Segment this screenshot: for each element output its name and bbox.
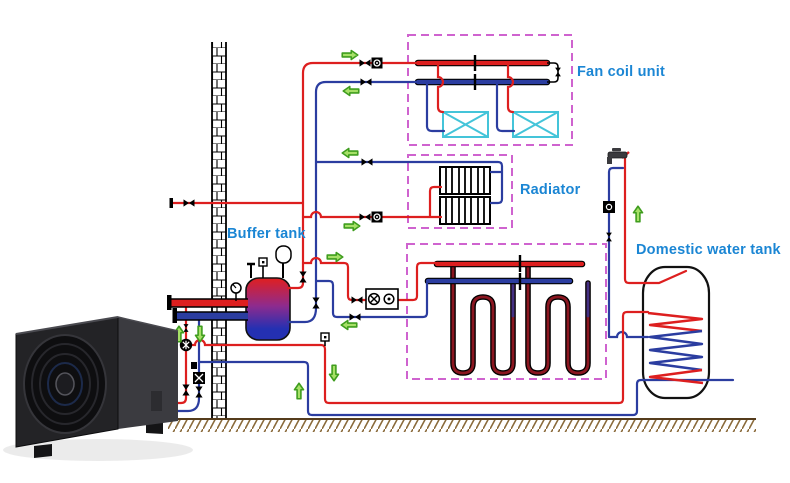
radiator-1: [439, 166, 491, 195]
radiator-box: [407, 154, 513, 229]
return-pipes: [166, 80, 735, 417]
supply-pipes: [166, 61, 688, 405]
temperature-sensors: [258, 257, 330, 346]
fan-coil-unit-label: Fan coil unit: [577, 64, 665, 80]
pipe-end-cap: [167, 295, 172, 310]
brick-wall: [211, 42, 227, 419]
header-tick-marks: [473, 55, 522, 290]
valve-icon: [555, 67, 561, 77]
underfloor-coil-2: [525, 263, 591, 376]
expansion-vessel: [275, 245, 292, 264]
flow-arrow-right-icon: [343, 220, 361, 232]
flow-arrow-down-icon: [328, 364, 340, 382]
valve-icon: [182, 384, 190, 396]
flow-arrow-up-icon: [293, 382, 305, 400]
underfloor-coil-1: [450, 263, 516, 376]
flow-arrow-left-icon: [341, 147, 359, 159]
fan-grille-icon: [23, 334, 107, 434]
buffer-tank-label: Buffer tank: [227, 226, 306, 242]
flow-arrow-right-icon: [341, 49, 359, 61]
valve-icon: [360, 78, 372, 86]
tank-heat-exchanger-coil: [647, 311, 704, 385]
valve-icon: [606, 232, 612, 242]
flow-switch-icon: [191, 362, 197, 369]
valve-icon: [359, 59, 371, 67]
heat-pump-main-pipes: [167, 198, 248, 323]
valve-icon: [299, 271, 307, 283]
check-valve-icon: [183, 324, 189, 332]
circulation-pump-icon: [179, 338, 193, 352]
flow-arrow-up-icon: [632, 205, 644, 223]
flow-arrows: [173, 49, 644, 400]
valve-icon: [351, 296, 363, 304]
pump-icon: [370, 210, 384, 224]
flow-arrow-down-icon: [194, 325, 206, 343]
fan-coil-1: [442, 111, 489, 138]
valve-icon: [312, 297, 320, 309]
heat-pump-image: [3, 316, 193, 461]
fan-coil-headers: [414, 59, 551, 86]
pipe-end-cap: [169, 198, 173, 208]
pipe-end-cap: [172, 308, 177, 323]
faucet-icon: [607, 148, 630, 164]
domestic-water-tank-label: Domestic water tank: [636, 242, 781, 258]
filter-icon: [193, 372, 205, 384]
radiator-2: [439, 196, 491, 225]
radiator-label: Radiator: [520, 182, 581, 198]
buffer-tank: [245, 277, 291, 341]
mixing-station: [365, 288, 399, 310]
valve-icon: [195, 386, 203, 398]
underfloor-headers: [424, 260, 586, 285]
motorized-valve-icon: [603, 201, 615, 213]
flow-arrow-left-icon: [340, 319, 358, 331]
fan-coil-unit-box: [407, 34, 573, 146]
flow-arrow-right-icon: [326, 251, 344, 263]
buffer-tank-fittings: [230, 245, 292, 301]
valve-icon: [349, 313, 361, 321]
valve-icon: [359, 213, 371, 221]
flow-arrow-left-icon: [342, 85, 360, 97]
pump-icon: [370, 56, 384, 70]
ground-hatch: [168, 418, 756, 432]
underfloor-heating-box: [406, 243, 607, 380]
fan-coil-2: [512, 111, 559, 138]
valve-icon: [183, 199, 195, 207]
valve-icon: [361, 158, 373, 166]
